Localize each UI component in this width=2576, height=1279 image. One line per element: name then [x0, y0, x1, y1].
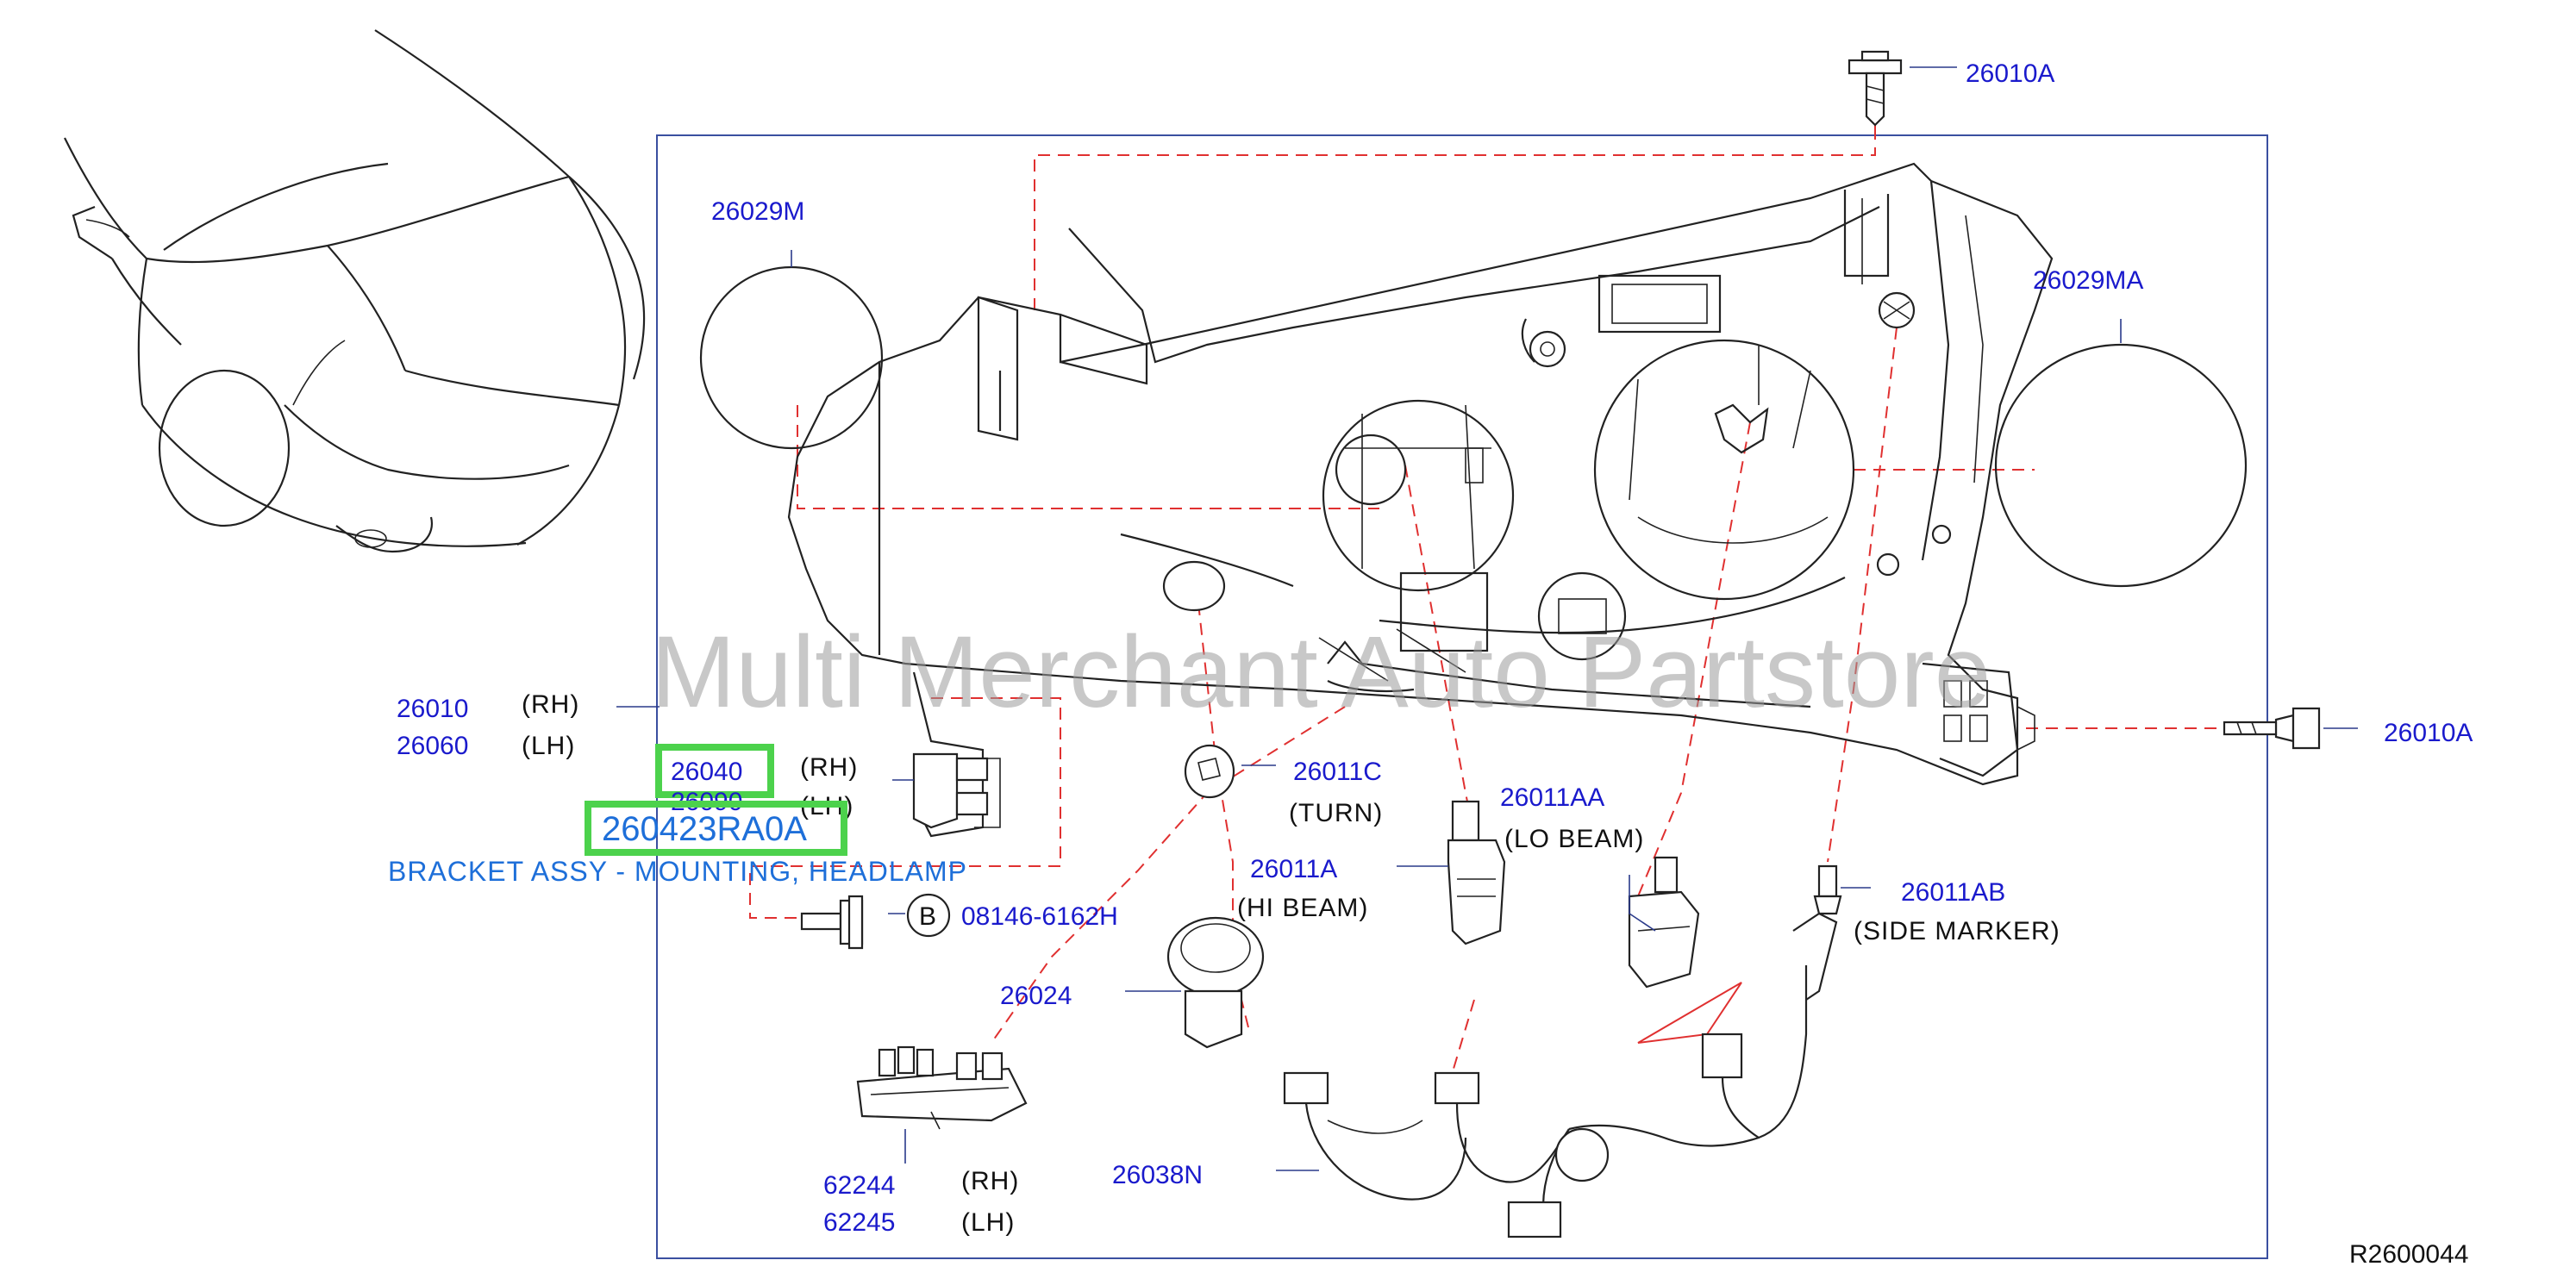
label-26011aa: 26011AA — [1500, 783, 1604, 812]
label-26038n: 26038N — [1112, 1161, 1203, 1189]
socket-26024 — [1166, 916, 1265, 1049]
label-26060: 26060 — [397, 732, 468, 760]
label-26040-side: (RH) — [800, 753, 858, 782]
car-front-sketch — [64, 29, 646, 553]
label-26024: 26024 — [1000, 982, 1072, 1010]
label-bracket-description: BRACKET ASSY - MOUNTING, HEADLAMP — [388, 856, 967, 887]
label-26029m: 26029M — [711, 197, 804, 226]
reference-code: R2600044 — [2349, 1240, 2468, 1269]
socket-26011c — [1162, 560, 1235, 799]
bulb-26011a — [1447, 800, 1506, 945]
label-62245-side: (LH) — [961, 1208, 1015, 1237]
reflector-lo-beam — [1593, 339, 1855, 601]
label-62244-side: (RH) — [961, 1167, 1019, 1195]
headlamp-housing — [787, 162, 2054, 838]
b-marker-circle — [906, 893, 951, 938]
label-b-marker: B — [919, 902, 937, 931]
label-26010a-top: 26010A — [1966, 59, 2054, 88]
highlight-box-260423ra0a — [585, 801, 847, 856]
label-turn-note: (TURN) — [1289, 799, 1383, 827]
bulb-26011ab — [1813, 864, 1842, 915]
label-side-marker-note: (SIDE MARKER) — [1854, 917, 2060, 945]
label-hi-beam-note: (HI BEAM) — [1237, 894, 1368, 922]
label-260423ra0a: 260423RA0A — [602, 810, 807, 848]
label-26060-side: (LH) — [522, 732, 575, 760]
lens-cover-26029ma — [1994, 343, 2248, 588]
label-26011ab: 26011AB — [1901, 878, 2005, 907]
label-26029ma: 26029MA — [2033, 266, 2143, 295]
label-26040: 26040 — [671, 758, 742, 786]
bulb-26011aa — [1628, 856, 1700, 989]
label-26011c: 26011C — [1293, 758, 1382, 786]
bolt-08146 — [800, 895, 864, 950]
module-62244 — [856, 1045, 1028, 1130]
label-62244: 62244 — [823, 1171, 895, 1200]
highlight-box-26040 — [655, 744, 774, 798]
reflector-hi-beam — [1322, 399, 1515, 592]
watermark: Multi Merchant Auto Partstore — [651, 615, 1991, 729]
bracket-26040 — [912, 752, 989, 829]
label-26010: 26010 — [397, 695, 468, 723]
screw-26010a-top — [1848, 50, 1903, 127]
label-lo-beam-note: (LO BEAM) — [1504, 825, 1644, 853]
screw-26010a-right — [2223, 707, 2321, 750]
lens-cover-26029m — [699, 265, 884, 450]
label-26010-side: (RH) — [522, 690, 579, 719]
harness-26038n — [1283, 912, 1838, 1238]
label-26010a-right: 26010A — [2384, 719, 2473, 747]
label-26011a: 26011A — [1250, 855, 1337, 883]
leader-lines — [616, 66, 2358, 1171]
label-62245: 62245 — [823, 1208, 895, 1237]
parts-frame — [656, 134, 2268, 1259]
label-08146: 08146-6162H — [961, 902, 1118, 931]
